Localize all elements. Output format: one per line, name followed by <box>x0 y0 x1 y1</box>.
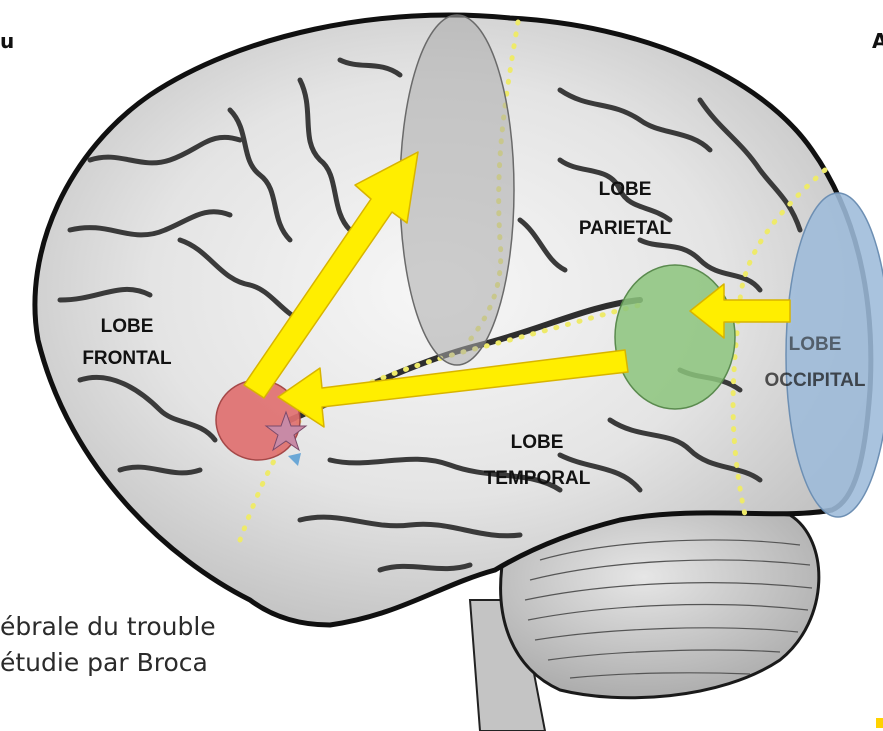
motor-strip-area <box>400 15 514 365</box>
visual-cortex-area <box>786 193 883 517</box>
label-occipital-line2: OCCIPITAL <box>765 370 866 391</box>
label-parietal-line1: LOBE <box>599 179 652 200</box>
right-edge-fragment: A <box>872 29 883 53</box>
label-frontal-line2: FRONTAL <box>82 348 172 369</box>
label-temporal-line2: TEMPORAL <box>484 468 591 489</box>
left-edge-fragment: u <box>0 29 14 53</box>
caption-line-2: étudie par Broca <box>0 648 208 677</box>
wernicke-area <box>615 265 735 409</box>
label-temporal-line1: LOBE <box>511 432 564 453</box>
label-parietal-line2: PARIETAL <box>579 218 672 239</box>
corner-mark <box>876 718 883 728</box>
caption-line-1: ébrale du trouble <box>0 612 216 641</box>
label-frontal-line1: LOBE <box>101 316 154 337</box>
label-occipital-line1: LOBE <box>789 334 842 355</box>
